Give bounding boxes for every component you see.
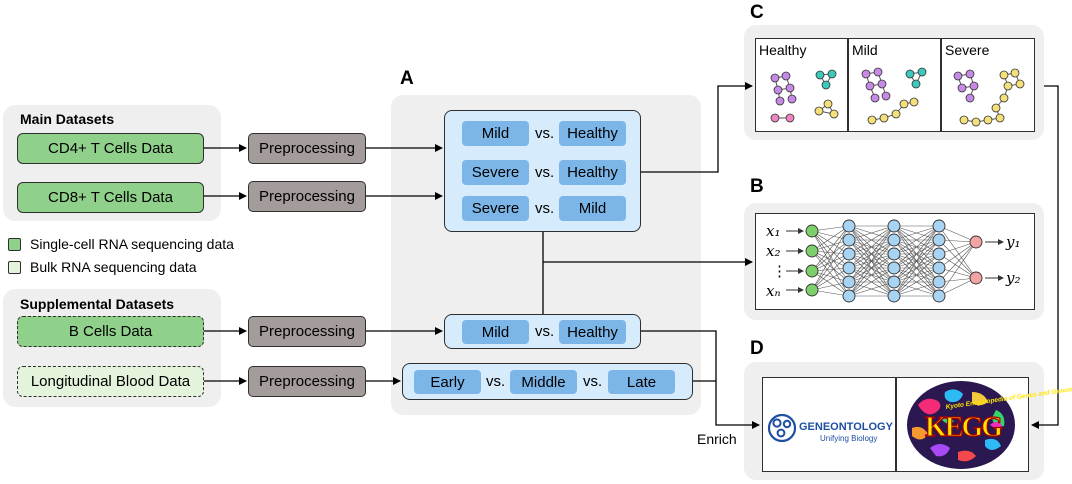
comparison-3-vs: vs. xyxy=(535,200,555,217)
network-edges xyxy=(811,225,977,297)
hidden-node xyxy=(932,219,946,233)
cd8-data-box: CD8+ T Cells Data xyxy=(17,182,204,213)
panel-letter-d: D xyxy=(750,338,764,359)
input-label-dots: ⋮ xyxy=(772,262,787,280)
input-node xyxy=(805,224,819,238)
hidden-node xyxy=(842,289,856,303)
hidden-node xyxy=(887,275,901,289)
network-labels: x₁ x₂ ⋮ xₙ y₁ y₂ xyxy=(766,222,1021,300)
healthy-graph xyxy=(770,69,839,123)
comparison-1-right: Healthy xyxy=(559,121,626,146)
arrow-bcells-to-enrich xyxy=(641,330,760,429)
longitudinal-vs-2: vs. xyxy=(583,373,603,390)
longitudinal-early: Early xyxy=(414,370,481,394)
b-cells-comparison-left: Mild xyxy=(462,320,529,344)
network-nodes xyxy=(805,219,983,303)
hidden-node xyxy=(932,233,946,247)
preprocessing-box-cd8: Preprocessing xyxy=(248,181,366,212)
legend-single-cell-swatch xyxy=(8,238,21,251)
panel-letter-c: C xyxy=(750,2,764,23)
hidden-node xyxy=(842,219,856,233)
flow-arrows xyxy=(204,82,1059,429)
hidden-node xyxy=(887,261,901,275)
hidden-node xyxy=(932,247,946,261)
enrich-label: Enrich xyxy=(697,431,737,447)
comparison-1-left: Mild xyxy=(462,121,529,146)
kegg-logo: KEGG Kyoto Encyclopedia of Genes and Gen… xyxy=(907,381,1072,469)
output-node xyxy=(969,271,983,285)
hidden-node xyxy=(887,219,901,233)
hidden-node xyxy=(932,289,946,303)
arrow-graphs-to-enrich xyxy=(1031,85,1059,429)
input-node xyxy=(805,283,819,297)
input-label-xn: xₙ xyxy=(766,282,781,300)
gene-ontology-tagline: Unifying Biology xyxy=(820,434,877,443)
arrow-compare-to-graphs xyxy=(641,82,753,173)
hidden-node xyxy=(842,233,856,247)
hidden-node xyxy=(887,289,901,303)
cd4-data-box: CD4+ T Cells Data xyxy=(17,133,204,164)
hidden-node xyxy=(842,275,856,289)
hidden-node xyxy=(932,275,946,289)
network-input-arrows xyxy=(786,228,1004,293)
input-node xyxy=(805,244,819,258)
gene-ontology-logo: GENEONTOLOGY Unifying Biology xyxy=(767,413,894,443)
input-label-x1: x₁ xyxy=(766,222,780,240)
panel-letter-b: B xyxy=(750,176,764,197)
gene-ontology-name: GENEONTOLOGY xyxy=(799,421,894,433)
graph-label-healthy: Healthy xyxy=(759,42,807,58)
comparison-3-right: Mild xyxy=(559,196,626,221)
comparison-2-right: Healthy xyxy=(559,160,626,185)
graph-label-mild: Mild xyxy=(852,42,878,58)
preprocessing-box-cd4: Preprocessing xyxy=(248,133,366,164)
b-cells-comparison-right: Healthy xyxy=(559,320,626,344)
graphs-divider-2 xyxy=(940,38,942,132)
hidden-node xyxy=(842,247,856,261)
hidden-node xyxy=(932,261,946,275)
main-datasets-title: Main Datasets xyxy=(20,111,115,127)
graphs-divider-1 xyxy=(847,38,849,132)
severe-graph xyxy=(953,68,1025,127)
output-label-y1: y₁ xyxy=(1005,233,1021,251)
output-node xyxy=(969,235,983,249)
supplemental-datasets-title: Supplemental Datasets xyxy=(20,296,175,312)
longitudinal-data-box: Longitudinal Blood Data xyxy=(17,366,204,397)
input-node xyxy=(805,264,819,278)
comparison-1-vs: vs. xyxy=(535,125,555,142)
comparison-2-vs: vs. xyxy=(535,164,555,181)
mild-graph xyxy=(861,67,927,125)
comparison-2-left: Severe xyxy=(462,160,529,185)
preprocessing-box-longitudinal: Preprocessing xyxy=(248,366,366,397)
legend-bulk-swatch xyxy=(8,261,21,274)
input-label-x2: x₂ xyxy=(766,242,780,260)
output-label-y2: y₂ xyxy=(1005,269,1021,287)
comparison-3-left: Severe xyxy=(462,196,529,221)
preprocessing-box-b-cells: Preprocessing xyxy=(248,316,366,347)
graph-label-severe: Severe xyxy=(945,42,990,58)
longitudinal-middle: Middle xyxy=(510,370,577,394)
hidden-node xyxy=(887,247,901,261)
panel-letter-a: A xyxy=(400,68,414,89)
kegg-letters: KEGG xyxy=(925,412,1003,443)
b-cells-data-box: B Cells Data xyxy=(17,316,204,347)
legend-bulk-label: Bulk RNA sequencing data xyxy=(30,259,197,275)
hidden-node xyxy=(887,233,901,247)
longitudinal-late: Late xyxy=(608,370,675,394)
b-cells-comparison-vs: vs. xyxy=(535,323,555,340)
legend-single-cell-label: Single-cell RNA sequencing data xyxy=(30,236,234,252)
enrichment-divider xyxy=(895,377,897,472)
longitudinal-vs-1: vs. xyxy=(486,373,506,390)
hidden-node xyxy=(842,261,856,275)
